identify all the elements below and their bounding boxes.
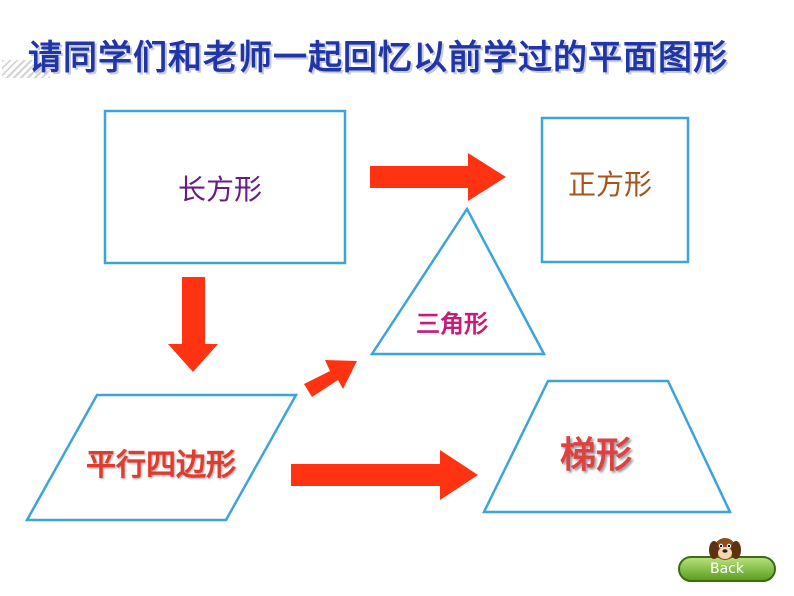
arrow-rectangle-to-square — [370, 153, 506, 201]
trapezoid-label: 梯形 — [560, 435, 633, 476]
parallelogram-shape — [24, 393, 299, 522]
rectangle-shape — [103, 109, 347, 265]
triangle-label: 三角形 — [416, 310, 488, 338]
rectangle-label: 长方形 — [178, 173, 263, 206]
title-decoration — [2, 60, 50, 78]
arrow-parallelogram-to-trapezoid — [291, 450, 478, 500]
dog-icon — [709, 538, 741, 560]
square-shape — [540, 116, 690, 264]
arrow-parallelogram-to-triangle — [304, 360, 357, 397]
page-title: 请同学们和老师一起回忆以前学过的平面图形 — [28, 38, 728, 78]
arrow-rectangle-to-parallelogram — [168, 277, 218, 372]
trapezoid-shape — [481, 379, 732, 514]
square-label: 正方形 — [568, 168, 653, 201]
triangle-shape — [369, 206, 547, 356]
parallelogram-label: 平行四边形 — [86, 448, 236, 483]
